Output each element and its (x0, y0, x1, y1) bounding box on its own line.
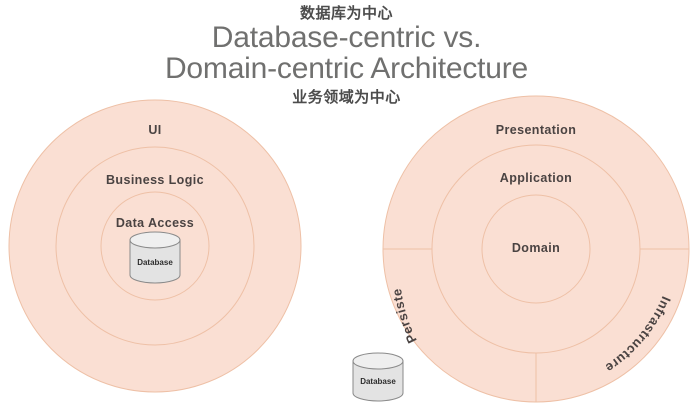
cylinder-top (352, 352, 404, 370)
layer-label-application: Application (500, 171, 572, 185)
cylinder-label: Database (137, 258, 173, 267)
layer-ring-data-access (100, 191, 210, 301)
layer-label-data-access: Data Access (116, 216, 194, 230)
title-line-1: Database-centric vs. (211, 21, 482, 54)
cylinder-body (352, 360, 404, 402)
diagram-database-centric: UI Business Logic Data Access Database (8, 99, 302, 393)
layer-label-business-logic: Business Logic (106, 173, 204, 187)
cylinder-top (129, 231, 181, 249)
database-cylinder-icon-inner: Database (129, 231, 181, 284)
layer-label-presentation: Presentation (496, 123, 577, 137)
cylinder-label: Database (360, 377, 396, 386)
chinese-subtitle-top: 数据库为中心 (299, 5, 393, 22)
database-cylinder-icon-external: Database (352, 352, 404, 402)
title-line-2: Domain-centric Architecture (164, 52, 529, 85)
layer-ring-business-logic (55, 146, 255, 346)
chinese-subtitle-bottom: 业务领域为中心 (292, 89, 401, 106)
layer-label-domain: Domain (512, 241, 560, 255)
layer-ring-domain (481, 194, 591, 304)
page-title: Database-centric vs. Domain-centric Arch… (0, 22, 693, 84)
layer-label-ui: UI (148, 123, 161, 137)
cylinder-body (129, 239, 181, 284)
